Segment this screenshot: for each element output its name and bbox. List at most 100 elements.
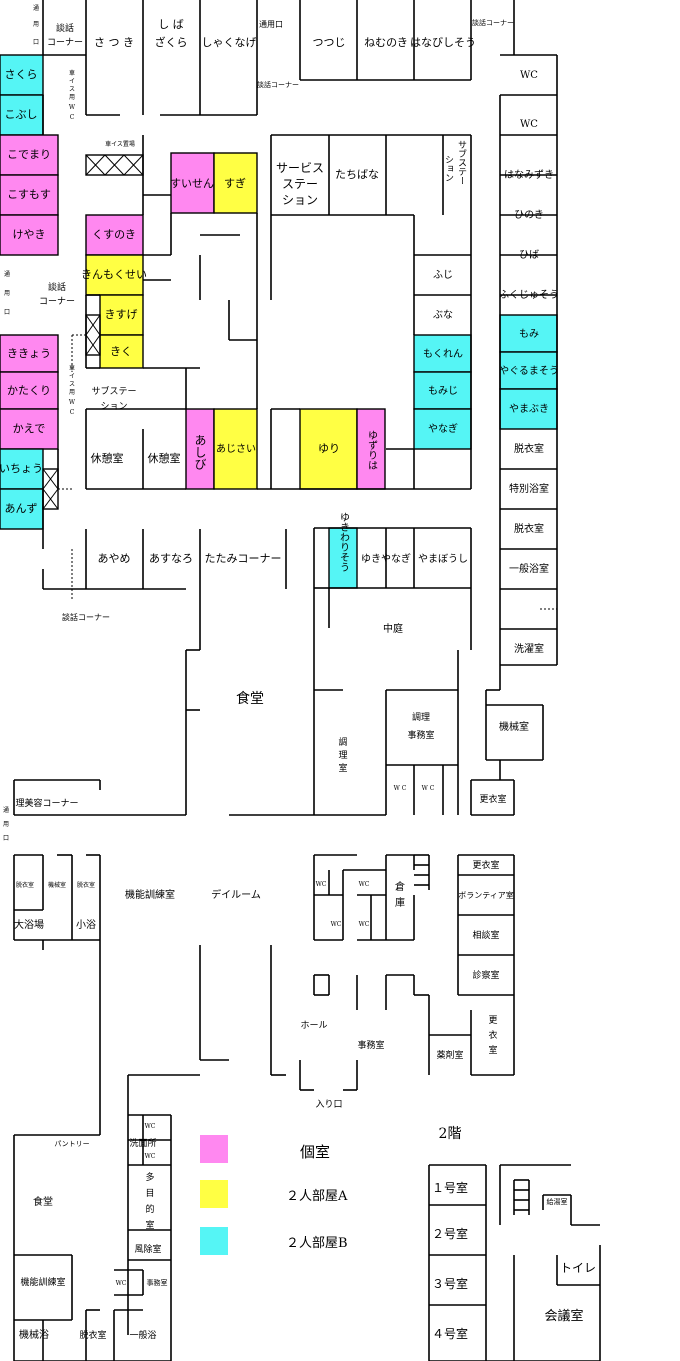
label-counsel: 相談室 — [472, 929, 499, 941]
label-special-bath: 特別浴室 — [509, 482, 549, 495]
label-keyaki: けやき — [13, 228, 46, 241]
floor2-room4: ４号室 — [432, 1326, 468, 1341]
label-wc-i: WC — [116, 1280, 127, 1287]
label-shakunage: しゃくなげ — [202, 36, 257, 49]
label-kisuge: きすげ — [105, 308, 138, 321]
floor2-title: 2階 — [439, 1126, 462, 1142]
label-wc-d: WC — [359, 881, 370, 888]
room-yuri[interactable] — [299, 408, 358, 490]
label-shiba: し ば — [158, 18, 184, 31]
room-suisen[interactable] — [170, 152, 215, 214]
label-substation-right-1: サブステー — [456, 140, 467, 185]
label-wc-wheel-1: 車 — [69, 69, 75, 77]
label-machine1: 機械室 — [499, 720, 529, 733]
label-wc-wheel-6: C — [70, 114, 75, 121]
room-keyaki[interactable] — [0, 214, 59, 256]
label-dressing1: 脱衣室 — [514, 442, 544, 455]
label-talk-top2: 談話コーナー — [257, 80, 299, 89]
label-general-bath2: 一般浴 — [129, 1329, 156, 1341]
label-wc-wheel2-4: 用 — [69, 389, 75, 396]
label-volunteer: ボランティア室 — [458, 890, 514, 900]
label-kobushi: こぶし — [5, 108, 38, 121]
label-substation-left-2: ション — [100, 402, 127, 412]
floor2: 2階 １号室 ２号室 ３号室 ４号室 給湯室 トイレ 会議室 — [432, 1126, 596, 1341]
facility-labels: サービス ステー ション サブステー ション サブステー ション WC WC 脱… — [14, 70, 549, 1341]
label-locker3-1: 更 — [488, 1015, 497, 1026]
label-wc-h: WC — [145, 1153, 156, 1160]
legend-swatch-double-a — [200, 1180, 228, 1208]
label-fukujusou: ふくじゅそう — [499, 289, 559, 301]
label-wc-wheel2-1: 車 — [69, 364, 75, 372]
label-fuji: ふじ — [433, 269, 453, 281]
label-talk-top-1: 談話 — [56, 22, 74, 34]
legend-double-b-label: ２人部屋B — [286, 1236, 348, 1251]
label-wc-wheel2-5: W — [69, 399, 76, 406]
room-labels: さ つ き し ば ざくら しゃくなげ つつじ ねむのき はなびしそう さくら … — [0, 18, 559, 572]
label-dining2: 食堂 — [33, 1195, 53, 1208]
label-exit-tl-1: 通 — [33, 4, 39, 12]
label-general-bath: 一般浴室 — [509, 562, 549, 575]
label-machine-small: 機械室 — [48, 881, 66, 889]
room-ajisai[interactable] — [213, 408, 258, 490]
label-buna: ぶな — [433, 309, 453, 321]
label-wc-g: WC — [145, 1123, 156, 1130]
label-rehab2: 機能訓練室 — [20, 1276, 65, 1288]
label-talk-mid-2: コーナー — [39, 296, 75, 307]
room-ashibi[interactable] — [185, 408, 215, 490]
label-wheelchair-storage: 車イス置場 — [105, 140, 135, 148]
room-kodemari[interactable] — [0, 134, 59, 176]
label-hinoki: ひのき — [514, 209, 544, 221]
colored-rooms — [0, 54, 558, 1255]
label-ichou: いちょう — [0, 462, 43, 475]
room-kobushi[interactable] — [0, 94, 44, 136]
room-sugi[interactable] — [213, 152, 258, 214]
room-kusunoki[interactable] — [85, 214, 144, 256]
label-exit-tl-2: 用 — [33, 21, 39, 28]
label-office2: 事務室 — [147, 1278, 168, 1287]
label-wc2: WC — [520, 119, 538, 130]
room-yagurumasou[interactable] — [499, 351, 558, 390]
label-katakuri: かたくり — [7, 384, 51, 397]
label-substation-right-2: ション — [443, 155, 453, 182]
room-kosumosu[interactable] — [0, 174, 59, 216]
label-locker3-3: 室 — [488, 1044, 497, 1056]
label-rehab: 機能訓練室 — [125, 888, 175, 901]
label-entrance: 入り口 — [315, 1099, 342, 1110]
label-wc-a: W C — [394, 785, 407, 792]
label-yukiwarisou: ゆきわりそう — [338, 512, 350, 572]
label-exit-bottom-3: 口 — [3, 835, 9, 842]
room-yukiwarisou[interactable] — [328, 527, 358, 589]
label-yuri: ゆり — [318, 442, 340, 455]
label-rest2: 休憩室 — [148, 451, 181, 465]
label-hiba: ひば — [519, 249, 539, 261]
label-mokuren: もくれん — [423, 348, 463, 360]
room-kinmokusei[interactable] — [85, 254, 144, 296]
legend: 個室 ２人部屋A ２人部屋B — [286, 1143, 348, 1251]
label-ayame: あやめ — [98, 552, 131, 565]
label-suisen: すいせん — [170, 177, 214, 190]
room-anzu[interactable] — [0, 488, 44, 530]
label-service-station-2: ステー — [282, 177, 318, 191]
label-exit-bottom-2: 用 — [3, 821, 9, 828]
label-hanabishisou: はなびしそう — [410, 36, 476, 49]
label-service-station-1: サービス — [276, 161, 324, 175]
room-kaede[interactable] — [0, 408, 59, 450]
label-locker2: 更衣室 — [472, 859, 499, 871]
label-wc-wheel-5: W — [69, 104, 76, 111]
label-dressing3: 脱衣室 — [79, 1329, 106, 1341]
label-dressing2: 脱衣室 — [514, 522, 544, 535]
label-momi: もみ — [519, 328, 539, 340]
room-yuzuriha[interactable] — [356, 408, 386, 490]
room-kikyou[interactable] — [0, 334, 59, 373]
floor2-room3: ３号室 — [432, 1276, 468, 1291]
walls — [13, 0, 601, 1361]
label-exit-mid-2: 用 — [4, 290, 10, 297]
room-kisuge[interactable] — [99, 294, 144, 336]
label-storage-2: 庫 — [395, 896, 405, 909]
label-nemunoki: ねむのき — [364, 36, 408, 49]
legend-swatch-double-b — [200, 1227, 228, 1255]
room-katakuri[interactable] — [0, 371, 59, 410]
label-talk-top-right: 談話コーナー — [472, 18, 514, 27]
label-wc-wheel2-3: ス — [69, 381, 75, 388]
room-sakura[interactable] — [0, 54, 44, 96]
